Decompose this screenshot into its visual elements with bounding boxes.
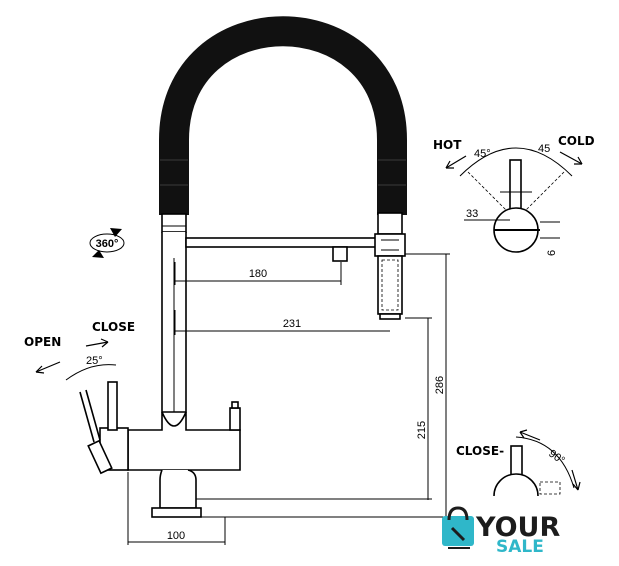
dimension-label-215: 215 <box>416 421 428 439</box>
shopping-bag-icon <box>442 506 474 549</box>
close-label: CLOSE <box>92 320 135 334</box>
dimension-180: 180 <box>174 262 342 285</box>
detail-dimension-33: 33 <box>466 208 478 220</box>
dimension-231: 231 <box>174 310 390 335</box>
close-right-label: CLOSE- <box>456 444 504 458</box>
lever-angle-annotation: OPEN CLOSE 25° <box>24 320 135 381</box>
dimension-label-231: 231 <box>283 318 301 330</box>
rotation-label: 360° <box>96 238 119 250</box>
dimension-215: 215 <box>405 317 432 500</box>
dimension-label-180: 180 <box>249 268 267 280</box>
dimension-label-100: 100 <box>167 530 185 542</box>
dimension-100: 100 <box>127 472 226 545</box>
open-arrow-icon <box>35 361 61 373</box>
dimension-286: 286 <box>405 253 450 517</box>
hot-arrow-icon <box>445 155 467 169</box>
cold-arrow-icon <box>559 151 583 165</box>
cold-angle-45: 45 <box>538 143 550 155</box>
hot-label: HOT <box>433 138 462 152</box>
rotation-360-icon: 360° <box>89 228 125 258</box>
dimension-label-286: 286 <box>434 376 446 394</box>
spout-tube <box>161 213 187 413</box>
flexible-hose <box>159 16 407 215</box>
logo-word-your: YOUR <box>475 512 560 543</box>
spray-head <box>374 212 406 320</box>
hot-angle-45: 45° <box>474 148 491 160</box>
hot-cold-detail: HOT COLD 45° 45 33 6 <box>433 134 595 256</box>
close-arrow-icon <box>85 341 109 347</box>
lever-angle-25: 25° <box>86 355 103 367</box>
yoursale-logo: YOUR SALE <box>442 506 560 557</box>
cold-label: COLD <box>558 134 595 148</box>
faucet-body <box>79 381 241 518</box>
close-90-detail: CLOSE- 90° <box>456 429 581 497</box>
detail-dimension-6: 6 <box>546 250 558 256</box>
logo-word-sale: SALE <box>496 537 544 557</box>
support-arm <box>185 237 377 262</box>
open-label: OPEN <box>24 335 61 349</box>
close-90-arrow-icon <box>519 431 541 441</box>
